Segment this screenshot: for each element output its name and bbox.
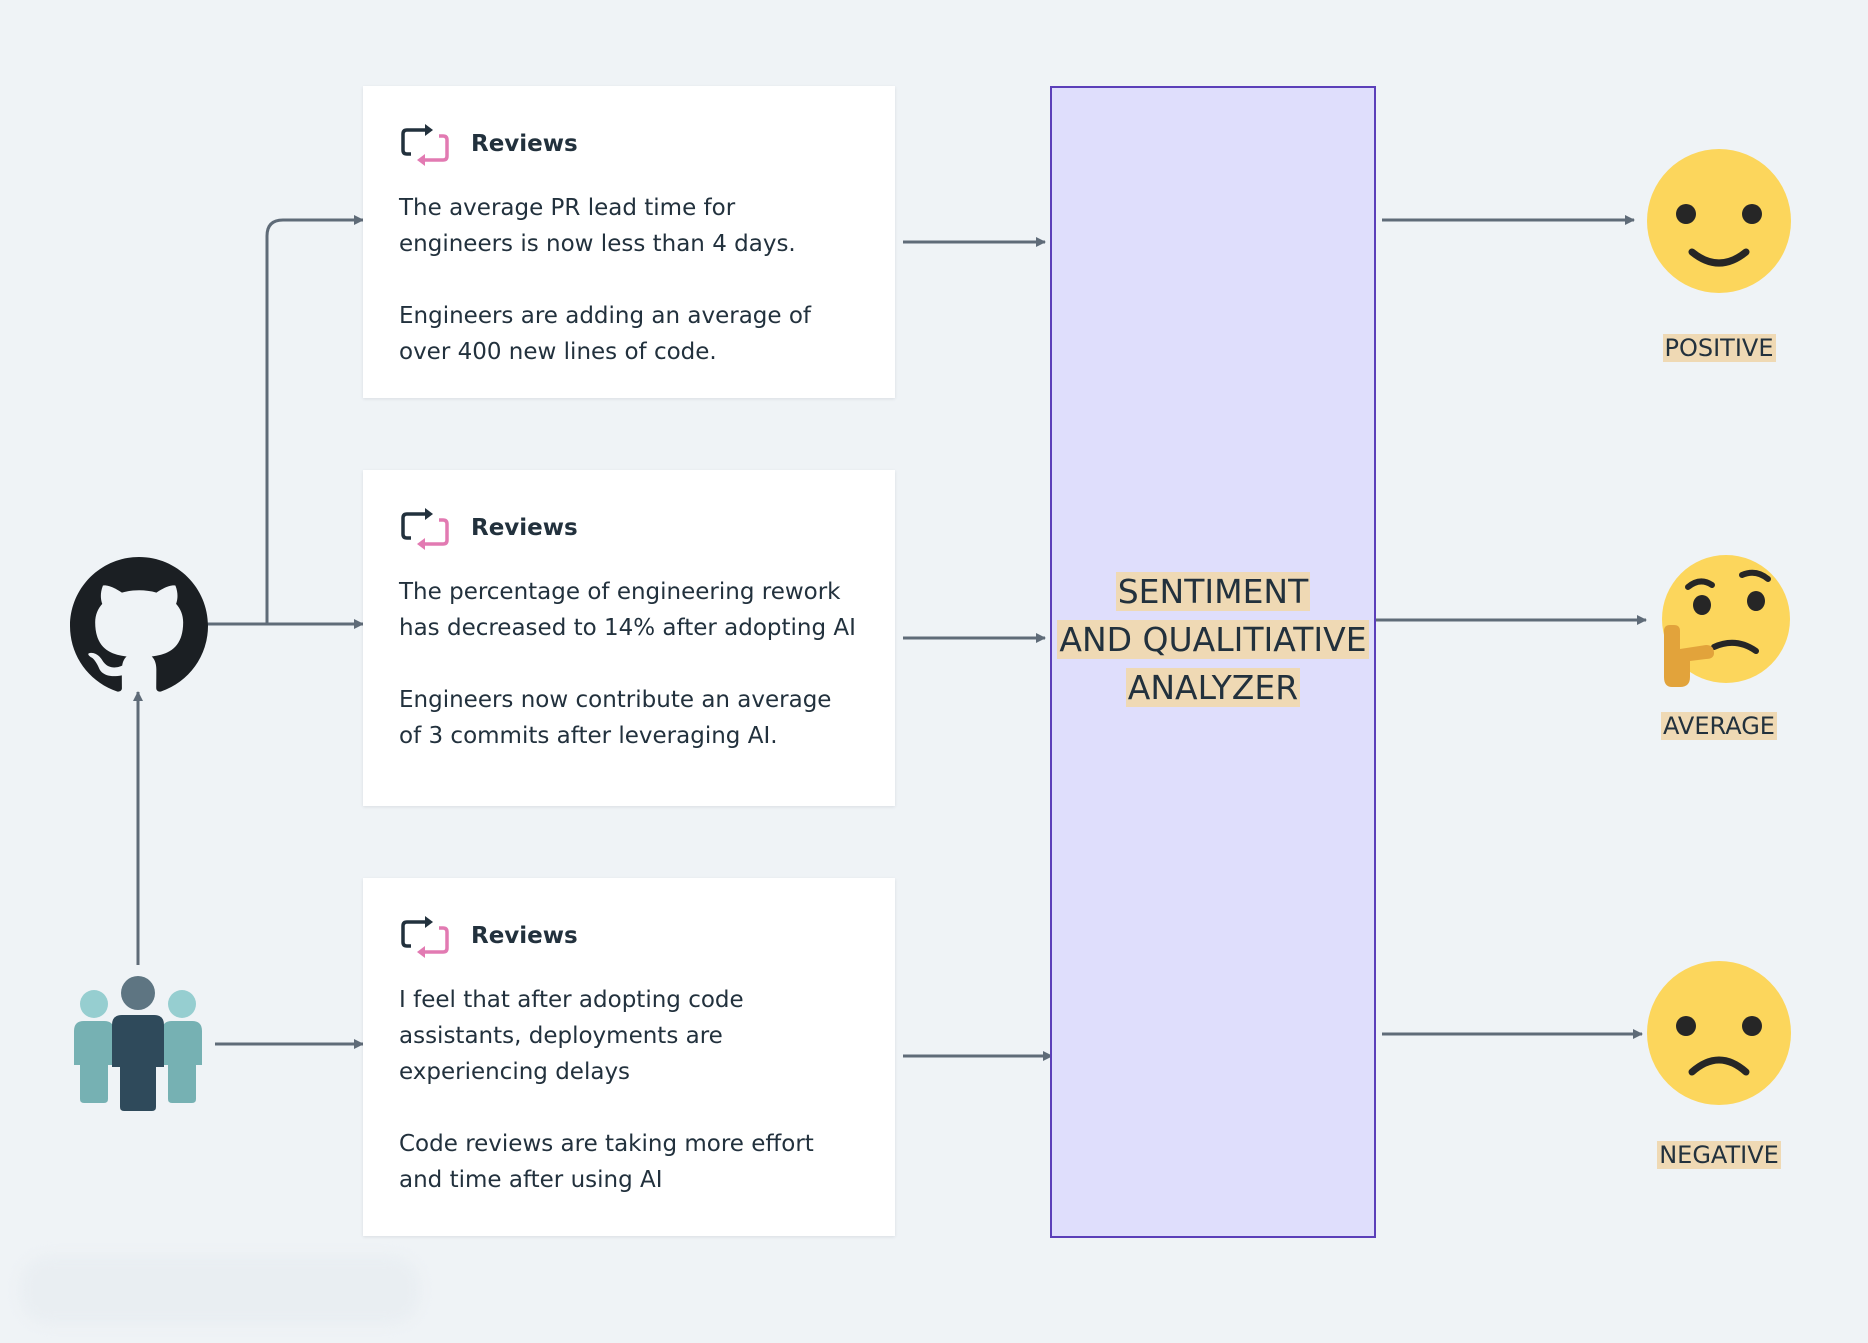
- analyzer-title-line: ANALYZER: [1125, 668, 1301, 707]
- outcome-label-average: AVERAGE: [1629, 712, 1809, 740]
- card-text-line: engineers is now less than 4 days.: [399, 231, 796, 257]
- analyzer-title-line: SENTIMENT: [1115, 572, 1311, 611]
- card-text-line: over 400 new lines of code.: [399, 339, 717, 365]
- card-header: Reviews: [399, 912, 859, 960]
- outcome-label-text: POSITIVE: [1662, 334, 1776, 362]
- card-title: Reviews: [471, 923, 578, 949]
- card-title: Reviews: [471, 515, 578, 541]
- card-title: Reviews: [471, 131, 578, 157]
- card-text-line: The percentage of engineering rework: [399, 579, 841, 605]
- review-card-3: Reviews I feel that after adopting code …: [363, 878, 895, 1236]
- card-header: Reviews: [399, 120, 859, 168]
- sentiment-analyzer-box: SENTIMENT AND QUALITIATIVE ANALYZER: [1050, 86, 1376, 1238]
- review-arrows-icon: [401, 916, 449, 958]
- card-text-line: has decreased to 14% after adopting AI: [399, 615, 856, 641]
- outcome-label-positive: POSITIVE: [1629, 334, 1809, 362]
- team-people-icon: [74, 976, 202, 1111]
- outcome-label-negative: NEGATIVE: [1629, 1141, 1809, 1169]
- card-header: Reviews: [399, 504, 859, 552]
- card-text-line: I feel that after adopting code: [399, 987, 744, 1013]
- thinking-face-icon: [1662, 555, 1790, 687]
- analyzer-title-line: AND QUALITIATIVE: [1057, 620, 1369, 659]
- card-text-line: Engineers now contribute an average: [399, 687, 832, 713]
- card-text-line: of 3 commits after leveraging AI.: [399, 723, 778, 749]
- card-text-line: The average PR lead time for: [399, 195, 736, 221]
- card-paragraph: Code reviews are taking more effort and …: [399, 1126, 859, 1198]
- card-paragraph: Engineers are adding an average of over …: [399, 298, 859, 370]
- review-arrows-icon: [401, 124, 449, 166]
- review-card-1: Reviews The average PR lead time for eng…: [363, 86, 895, 398]
- smiling-face-icon: [1647, 149, 1791, 293]
- review-card-2: Reviews The percentage of engineering re…: [363, 470, 895, 806]
- card-text-line: experiencing delays: [399, 1059, 631, 1085]
- card-paragraph: I feel that after adopting code assistan…: [399, 982, 859, 1090]
- analyzer-title: SENTIMENT AND QUALITIATIVE ANALYZER: [1052, 568, 1374, 712]
- card-paragraph: The average PR lead time for engineers i…: [399, 190, 859, 262]
- card-text-line: and time after using AI: [399, 1167, 663, 1193]
- card-text-line: assistants, deployments are: [399, 1023, 723, 1049]
- card-text-line: Code reviews are taking more effort: [399, 1131, 814, 1157]
- card-text-line: Engineers are adding an average of: [399, 303, 812, 329]
- arrow-github-to-card-1: [265, 215, 364, 624]
- outcome-label-text: NEGATIVE: [1657, 1141, 1781, 1169]
- frowning-face-icon: [1647, 961, 1791, 1105]
- review-arrows-icon: [401, 508, 449, 550]
- card-paragraph: Engineers now contribute an average of 3…: [399, 682, 859, 754]
- card-paragraph: The percentage of engineering rework has…: [399, 574, 859, 646]
- blurred-footer-overlay: [20, 1256, 420, 1324]
- github-logo-icon: [70, 557, 208, 692]
- outcome-label-text: AVERAGE: [1661, 712, 1777, 740]
